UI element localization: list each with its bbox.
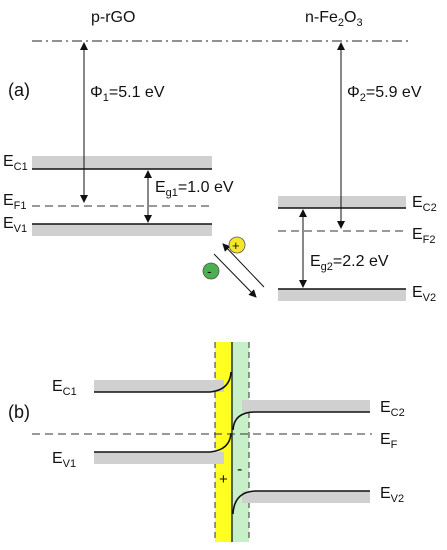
left-material-label: p-rGO bbox=[91, 9, 135, 26]
ev2-band bbox=[278, 289, 406, 301]
depletion-green bbox=[232, 342, 249, 542]
ev2-curve bbox=[232, 490, 370, 515]
ec2-band bbox=[278, 196, 406, 208]
electron-sign: - bbox=[207, 263, 212, 279]
ev1-band-b bbox=[94, 452, 224, 464]
ev1-curve bbox=[94, 432, 232, 453]
ef2-label: EF2 bbox=[412, 226, 436, 246]
ef-label: EF bbox=[380, 431, 398, 451]
ec1-label-b: EC1 bbox=[52, 378, 77, 398]
electron-arrow bbox=[213, 253, 257, 298]
panel-a-label: (a) bbox=[8, 80, 30, 100]
phi1-label: Φ1=5.1 eV bbox=[90, 84, 165, 104]
ec1-label-a: EC1 bbox=[3, 153, 28, 173]
ev2-label-a: EV2 bbox=[412, 284, 436, 304]
ef1-label: EF1 bbox=[3, 192, 27, 212]
eg2-label: Eg2=2.2 eV bbox=[310, 253, 389, 273]
ec2-label-a: EC2 bbox=[412, 194, 437, 214]
electron-circle bbox=[202, 262, 220, 280]
ec1-band-b bbox=[94, 380, 224, 392]
ec1-band bbox=[32, 156, 212, 169]
hole-arrow bbox=[222, 243, 265, 288]
eg1-label: Eg1=1.0 eV bbox=[155, 179, 234, 199]
hole-sign: + bbox=[232, 238, 240, 253]
panel-b-label: (b) bbox=[8, 402, 30, 422]
ec2-band-b bbox=[242, 400, 370, 412]
minus-sign: - bbox=[237, 461, 242, 478]
right-material-label: n-Fe2O3 bbox=[305, 9, 363, 29]
ev2-band-b bbox=[242, 491, 370, 503]
hole-circle bbox=[228, 236, 246, 254]
ev2-label-b: EV2 bbox=[380, 485, 404, 505]
phi2-label: Φ2=5.9 eV bbox=[347, 84, 422, 104]
ev1-band bbox=[32, 224, 212, 236]
ec1-curve bbox=[94, 371, 232, 393]
ev1-label-a: EV1 bbox=[3, 215, 27, 235]
ec2-label-b: EC2 bbox=[380, 399, 405, 419]
plus-sign: + bbox=[219, 471, 228, 488]
ec2-curve bbox=[232, 411, 370, 431]
ev1-label-b: EV1 bbox=[52, 450, 76, 470]
